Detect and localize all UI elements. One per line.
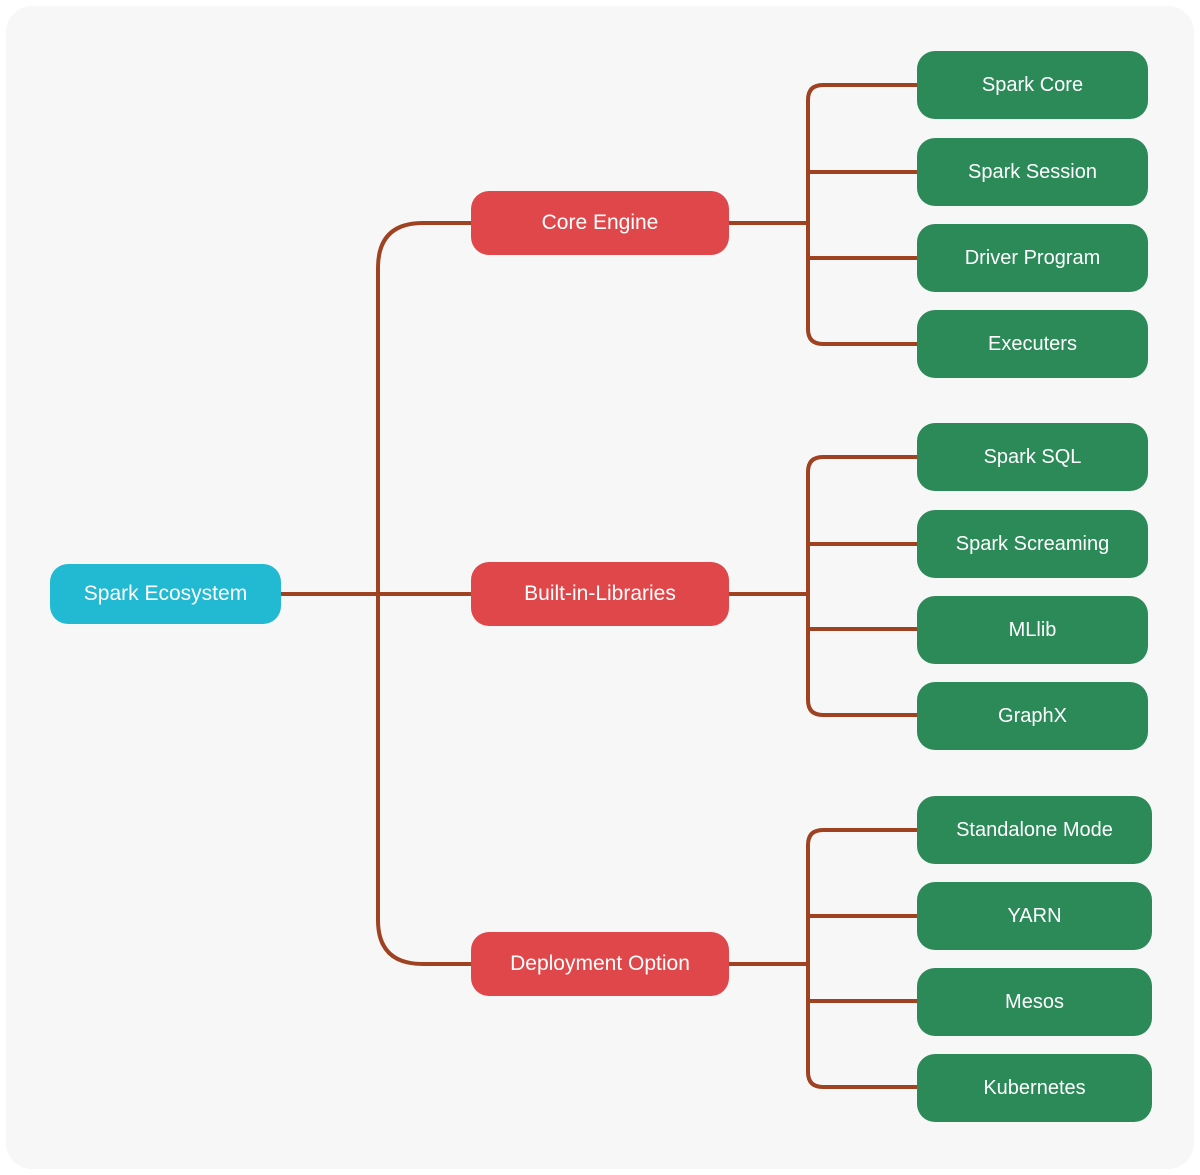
node-leaf-kubernetes[interactable]: Kubernetes xyxy=(917,1054,1152,1122)
edge-deployment-option-to-standalone-mode xyxy=(806,828,919,966)
edge-deployment-option-to-kubernetes xyxy=(806,962,919,1089)
node-leaf-spark-screaming[interactable]: Spark Screaming xyxy=(917,510,1148,578)
node-leaf-executers[interactable]: Executers xyxy=(917,310,1148,378)
edge-core-engine-to-spark-session xyxy=(806,170,919,225)
node-branch-core-engine[interactable]: Core Engine xyxy=(471,191,729,255)
node-branch-built-in-libraries[interactable]: Built-in-Libraries xyxy=(471,562,729,626)
edge-built-in-libraries-to-mllib xyxy=(806,592,919,631)
edge-deployment-option-to-yarn xyxy=(806,914,919,966)
node-leaf-standalone-mode[interactable]: Standalone Mode xyxy=(917,796,1152,864)
edge-core-engine-to-executers xyxy=(806,221,919,346)
edge-built-in-libraries-to-spark-sql xyxy=(806,455,919,596)
node-leaf-mllib[interactable]: MLlib xyxy=(917,596,1148,664)
node-leaf-graphx[interactable]: GraphX xyxy=(917,682,1148,750)
edge-root-to-core-engine xyxy=(376,221,473,596)
node-leaf-spark-session[interactable]: Spark Session xyxy=(917,138,1148,206)
node-leaf-driver-program[interactable]: Driver Program xyxy=(917,224,1148,292)
edge-core-engine-to-driver-program xyxy=(806,221,919,260)
edge-built-in-libraries-to-graphx xyxy=(806,592,919,717)
node-branch-deployment-option[interactable]: Deployment Option xyxy=(471,932,729,996)
edge-built-in-libraries-to-spark-screaming xyxy=(806,542,919,596)
node-leaf-yarn[interactable]: YARN xyxy=(917,882,1152,950)
edge-deployment-option-to-mesos xyxy=(806,962,919,1003)
edge-core-engine-to-spark-core xyxy=(806,83,919,225)
node-root-spark-ecosystem[interactable]: Spark Ecosystem xyxy=(50,564,281,624)
edge-root-to-deployment-option xyxy=(376,592,473,966)
node-leaf-mesos[interactable]: Mesos xyxy=(917,968,1152,1036)
node-leaf-spark-sql[interactable]: Spark SQL xyxy=(917,423,1148,491)
node-leaf-spark-core[interactable]: Spark Core xyxy=(917,51,1148,119)
